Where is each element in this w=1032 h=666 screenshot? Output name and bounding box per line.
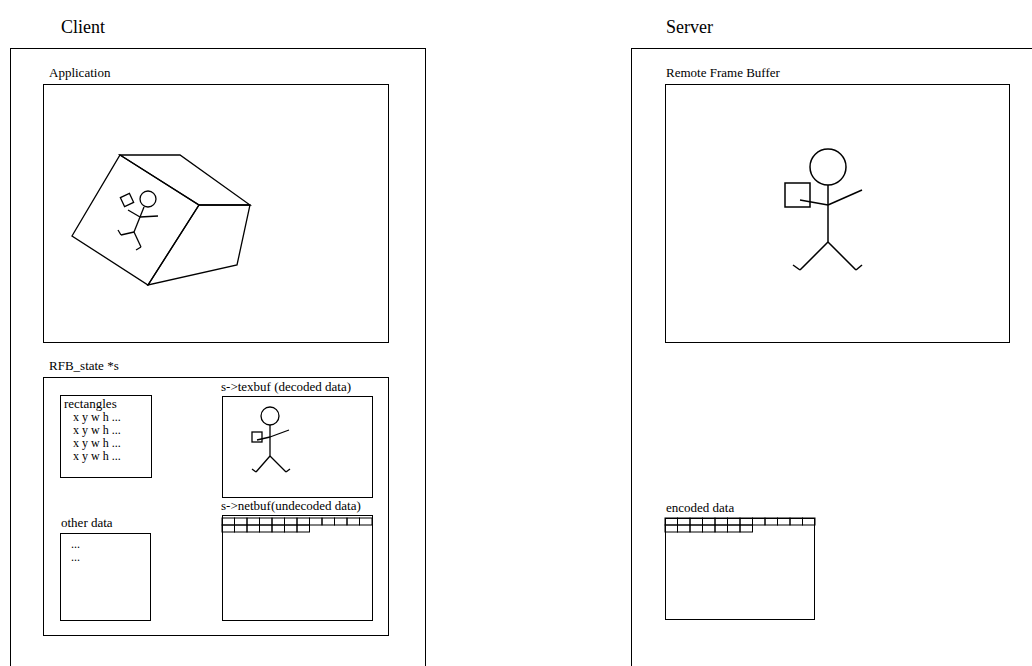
box-heading: other data	[61, 516, 113, 530]
buffer-box: RFB_state *srectanglesx y w h ...x y w h…	[43, 377, 389, 636]
box-entry: x y w h ...	[73, 437, 121, 450]
data-cells	[222, 518, 815, 532]
server-figure	[785, 149, 862, 270]
box-heading: RFB_state *s	[49, 359, 119, 373]
box-entry: ...	[71, 551, 80, 564]
box-heading: s->texbuf (decoded data)	[221, 380, 351, 394]
box-heading: s->netbuf(undecoded data)	[221, 499, 361, 513]
box-heading: rectangles	[64, 397, 117, 411]
box-entry: x y w h ...	[73, 424, 121, 437]
box-heading: encoded data	[666, 501, 734, 515]
texbuf-figure	[252, 407, 290, 472]
buffer-box: s->netbuf(undecoded data)	[222, 515, 373, 621]
buffer-box: ServerRemote Frame Bufferencoded data	[631, 48, 1032, 666]
box-heading: Application	[49, 66, 110, 80]
buffer-box: rectanglesx y w h ...x y w h ...x y w h …	[60, 395, 152, 478]
box-heading: Remote Frame Buffer	[666, 66, 780, 80]
buffer-box: ClientApplicationRFB_state *srectanglesx…	[10, 48, 426, 666]
cube-figure	[72, 155, 250, 285]
box-entry: x y w h ...	[73, 411, 121, 424]
box-entry: ...	[71, 538, 80, 551]
box-heading: Client	[61, 18, 105, 38]
buffer-box: Application	[43, 84, 389, 343]
box-entry: x y w h ...	[73, 450, 121, 463]
buffer-box: encoded data	[665, 518, 815, 620]
buffer-box: s->texbuf (decoded data)	[222, 396, 373, 498]
buffer-box: Remote Frame Buffer	[665, 84, 1010, 343]
box-heading: Server	[666, 18, 713, 38]
buffer-box: other data......	[60, 533, 151, 621]
